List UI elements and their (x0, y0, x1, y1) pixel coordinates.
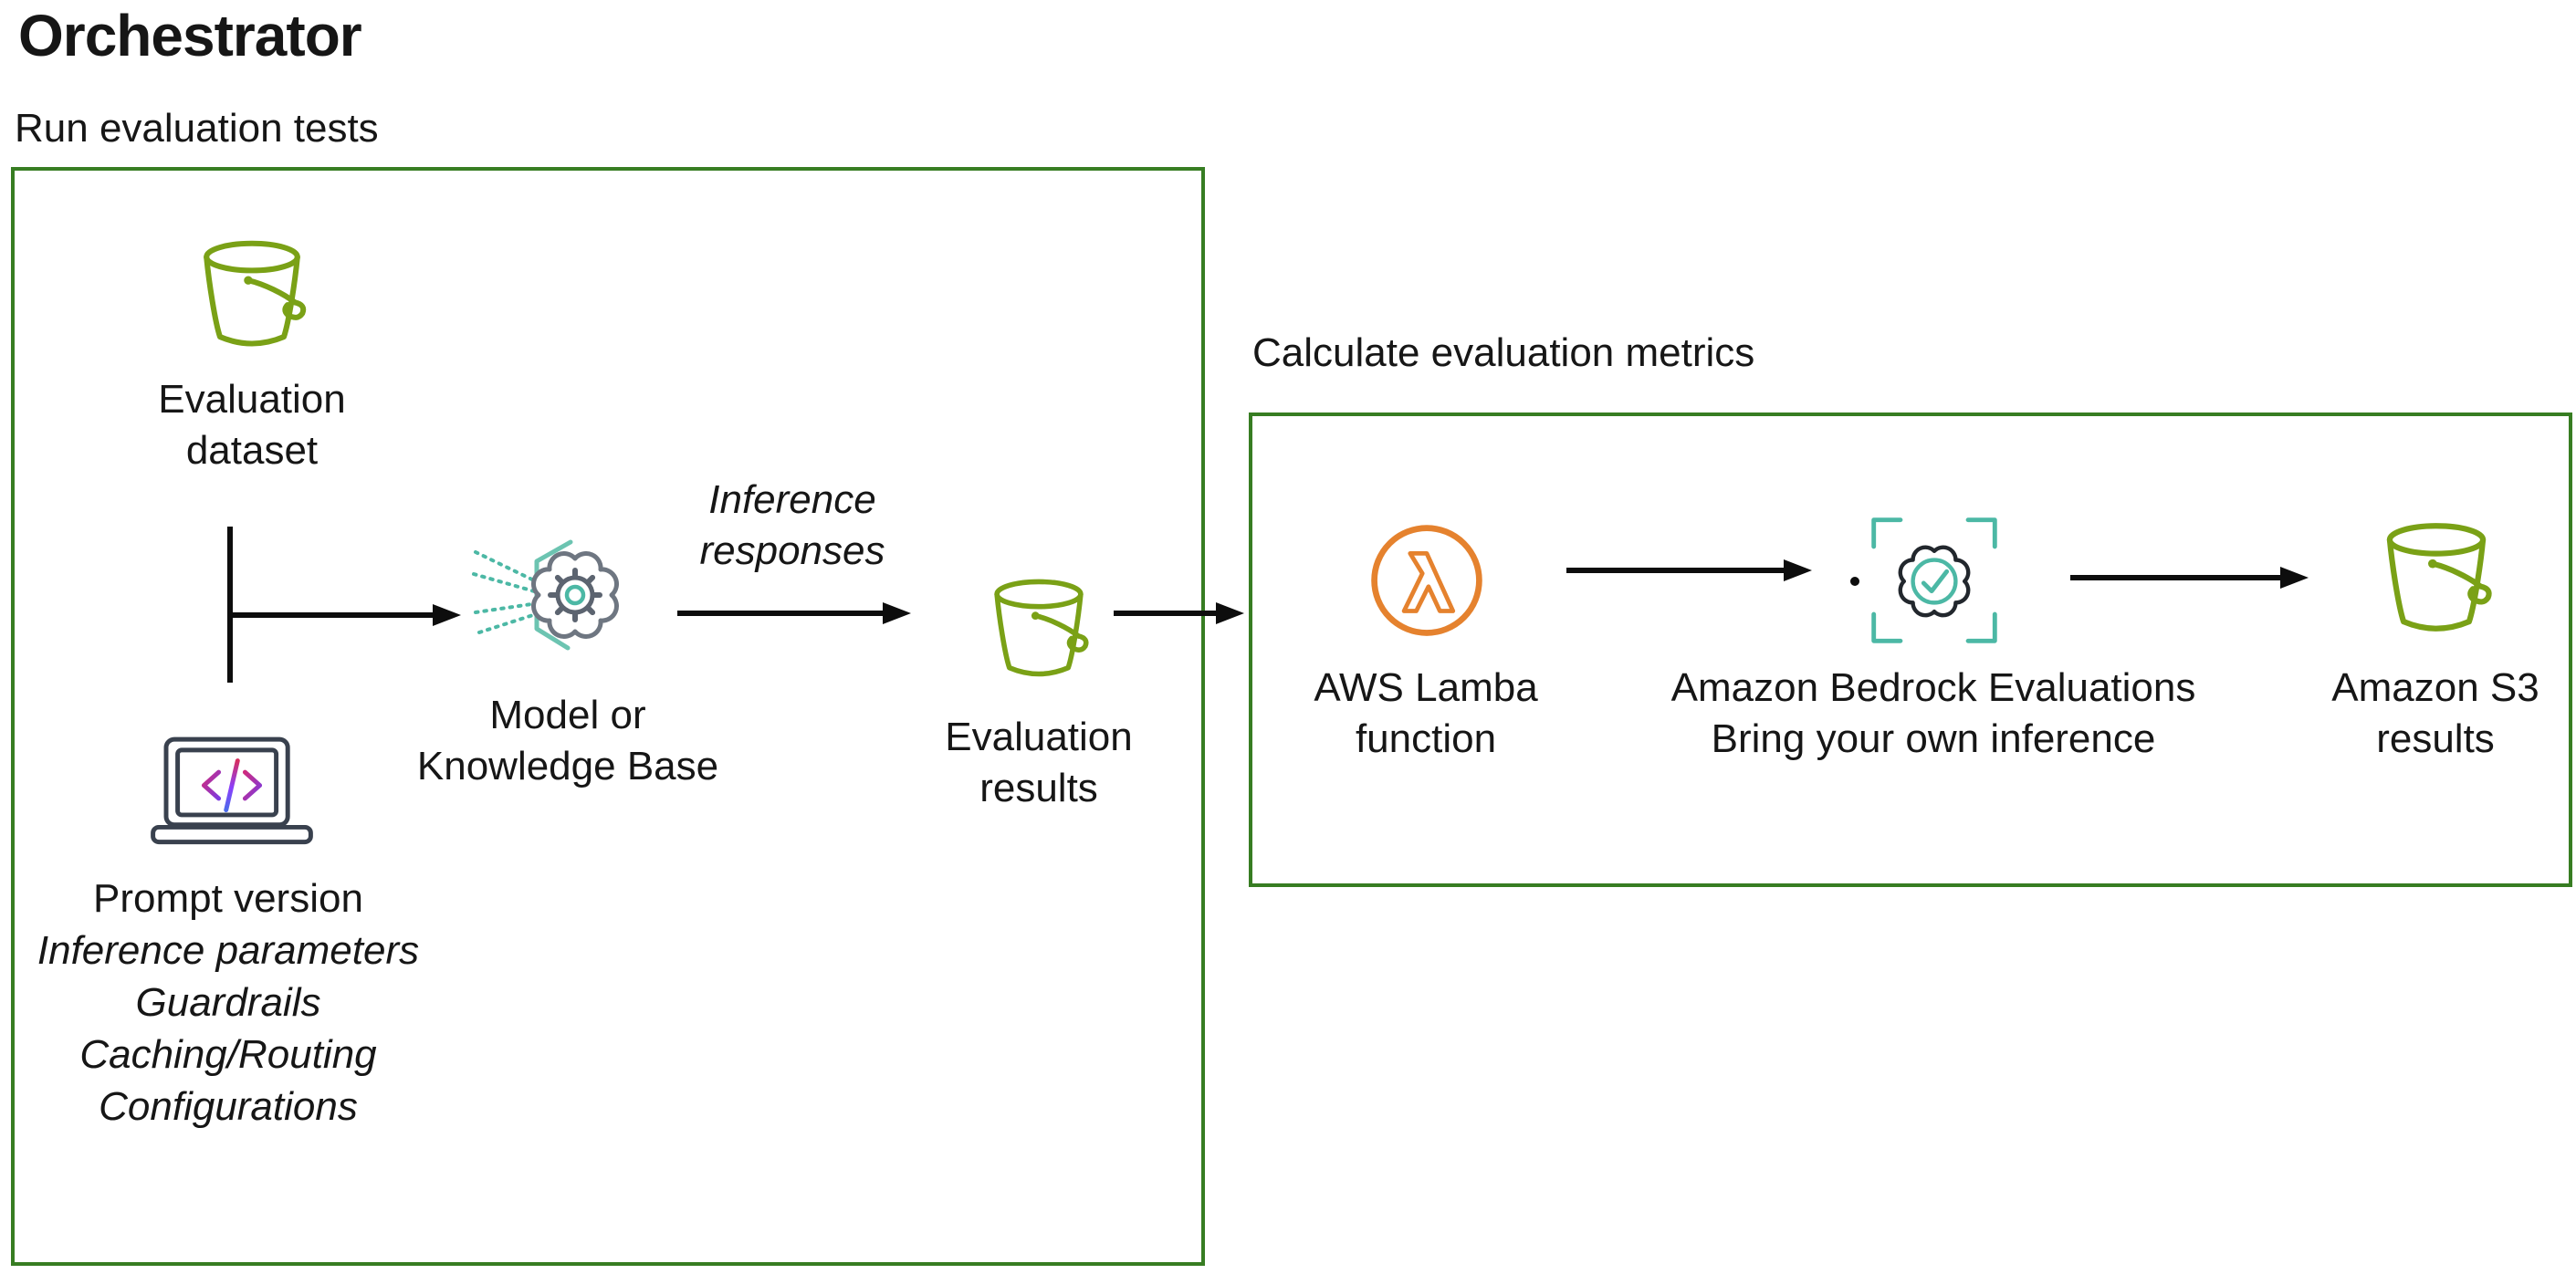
label-amazon-s3-results: Amazon S3 results (2253, 663, 2576, 765)
label-prompt-version: Prompt version (93, 876, 363, 921)
group-heading-run-evaluation-tests: Run evaluation tests (15, 106, 379, 151)
group-box-calculate-evaluation-metrics (1249, 412, 2572, 887)
label-evaluation-dataset: Evaluation dataset (69, 374, 435, 476)
label-bedrock-line1: Amazon Bedrock Evaluations (1670, 665, 2196, 710)
label-lambda-line1: AWS Lamba (1314, 665, 1538, 710)
label-evaluation-dataset-line2: dataset (185, 428, 319, 473)
label-inference-responses-line2: responses (699, 528, 885, 573)
page-title: Orchestrator (18, 3, 362, 68)
label-s3-line2: results (2376, 716, 2495, 761)
arrowhead-results-to-metrics-box (1216, 602, 1244, 624)
label-s3-line1: Amazon S3 (2331, 665, 2539, 710)
label-guardrails: Guardrails (135, 980, 321, 1025)
label-configurations: Configurations (99, 1084, 358, 1129)
laptop-code-icon (151, 736, 313, 845)
s3-bucket-icon (204, 240, 307, 347)
label-evaluation-results-line1: Evaluation (945, 715, 1133, 759)
label-model-or-knowledge-base: Model or Knowledge Base (385, 690, 750, 792)
label-aws-lambda-function: AWS Lamba function (1243, 663, 1608, 765)
label-inference-responses: Inference responses (610, 475, 975, 577)
bedrock-evaluations-icon (1871, 517, 1997, 643)
label-evaluation-results: Evaluation results (856, 712, 1221, 814)
group-box-run-evaluation-tests (11, 167, 1205, 1266)
label-model-line2: Knowledge Base (416, 744, 719, 788)
label-prompt-config: Prompt version Inference parameters Guar… (0, 872, 456, 1133)
label-lambda-line2: function (1355, 716, 1497, 761)
label-evaluation-dataset-line1: Evaluation (158, 377, 346, 422)
label-inference-parameters: Inference parameters (37, 928, 420, 973)
s3-bucket-icon (994, 579, 1089, 677)
s3-bucket-icon (2386, 523, 2492, 632)
label-bedrock-line2: Bring your own inference (1711, 716, 2156, 761)
label-caching-routing: Caching/Routing (79, 1032, 377, 1077)
label-model-line1: Model or (489, 693, 646, 737)
group-heading-calculate-evaluation-metrics: Calculate evaluation metrics (1252, 330, 1755, 375)
model-gear-flower-icon (472, 539, 619, 651)
label-bedrock-evaluations: Amazon Bedrock Evaluations Bring your ow… (1614, 663, 2253, 765)
label-inference-responses-line1: Inference (708, 477, 876, 522)
label-evaluation-results-line2: results (979, 766, 1098, 810)
aws-lambda-icon (1371, 525, 1482, 636)
